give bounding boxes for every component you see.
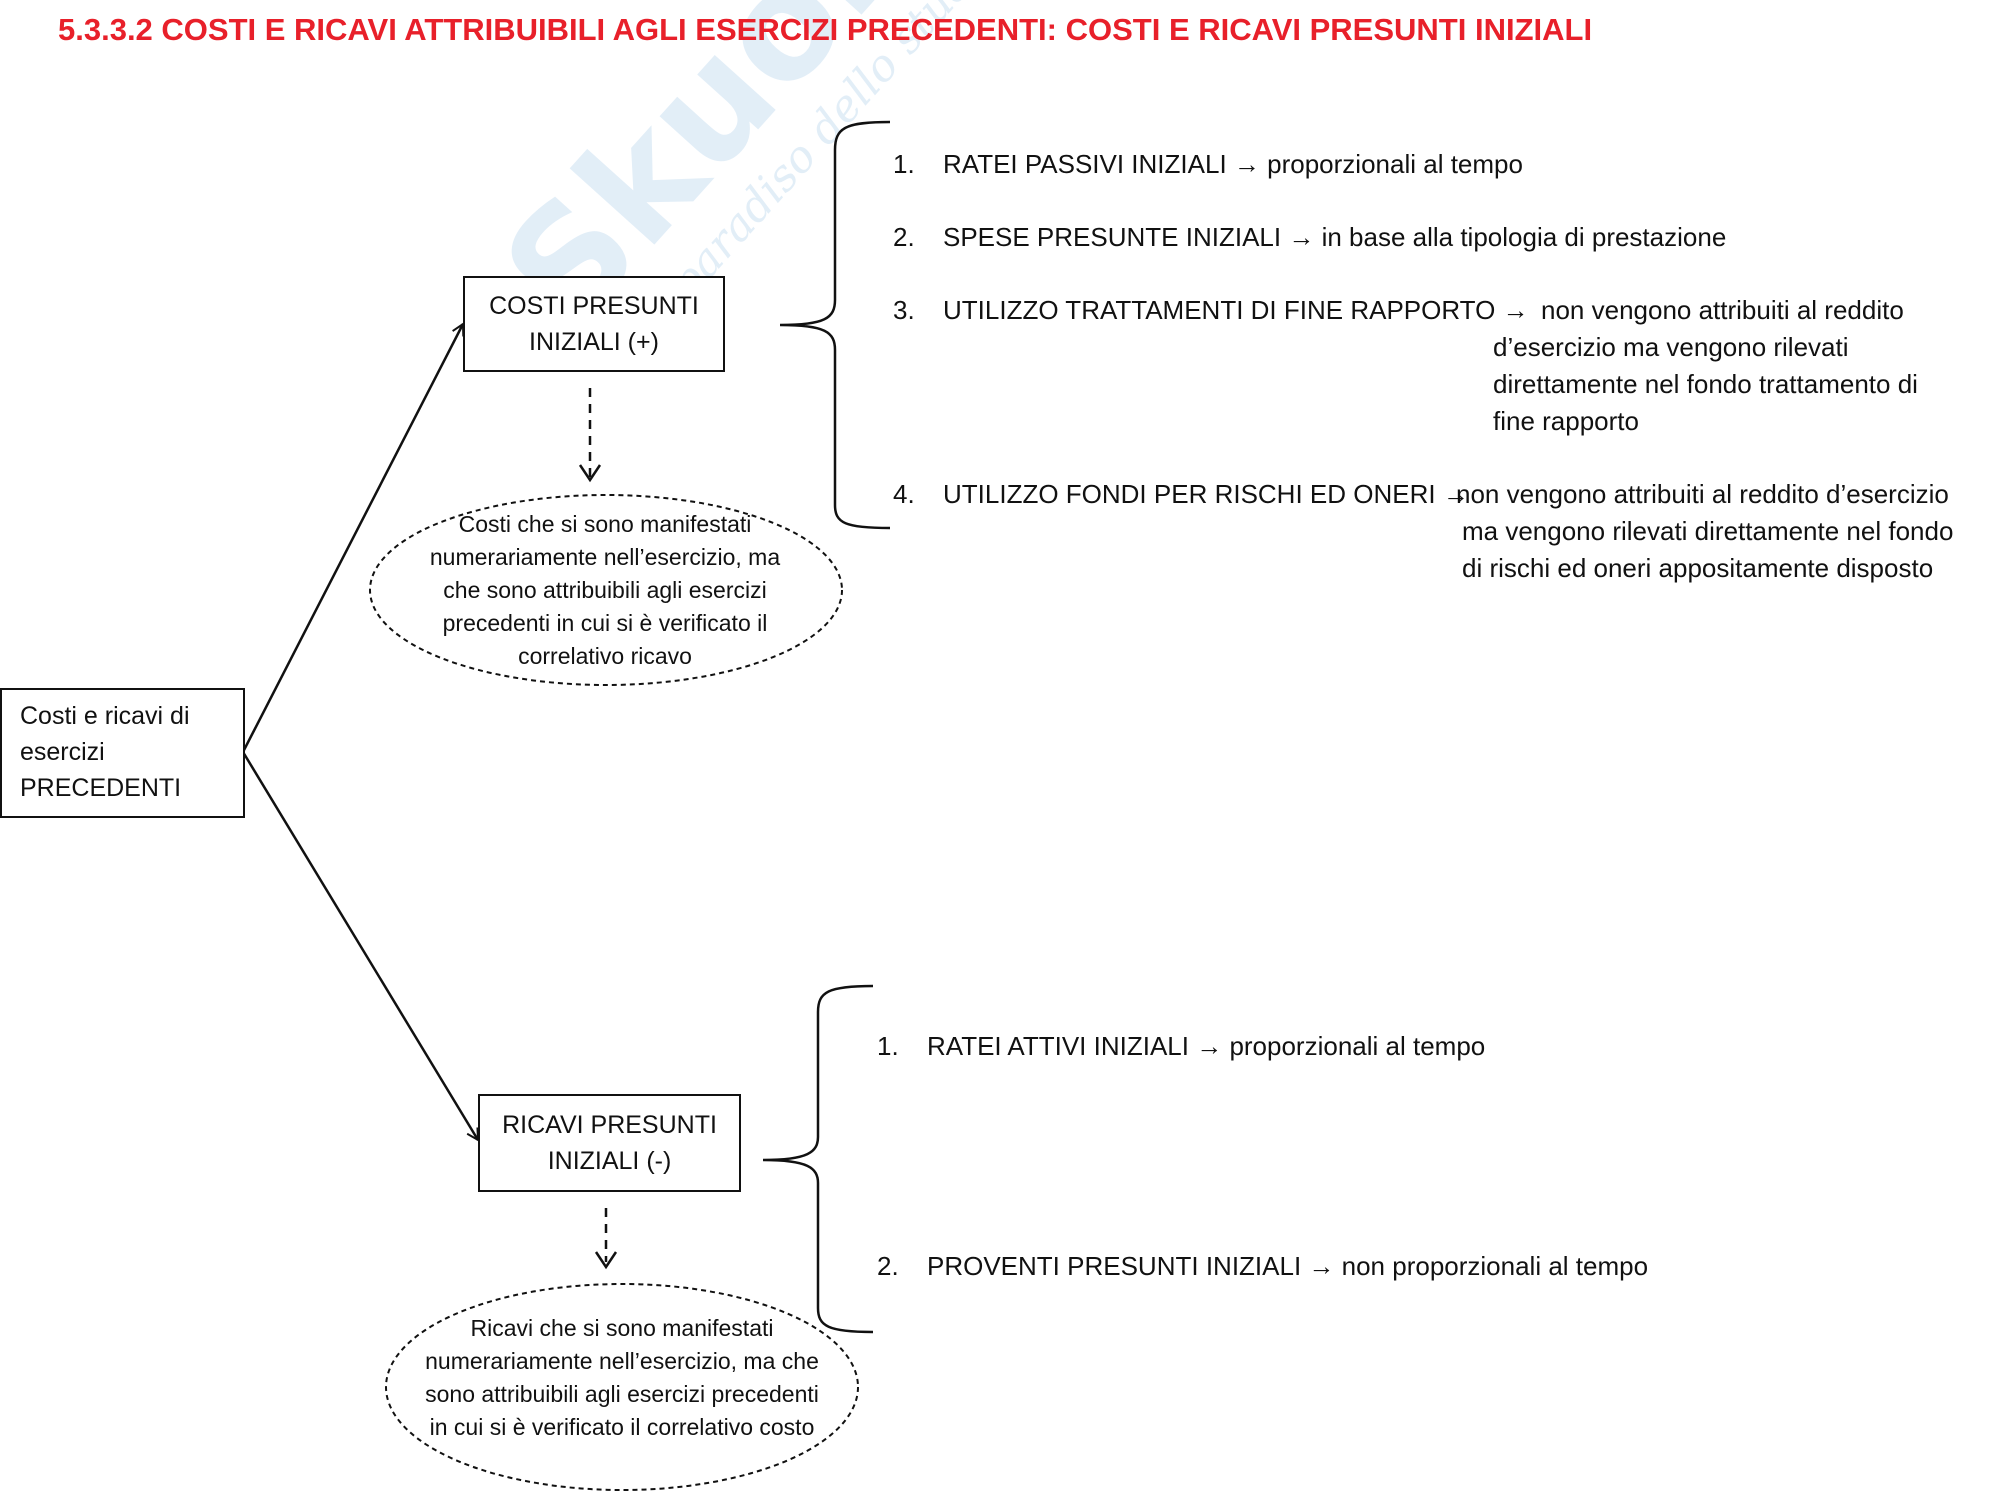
ellipse-ricavi [385,1283,859,1491]
item-number: 4. [893,479,915,509]
ellipse-ricavi-line: sono attribuibili agli esercizi preceden… [425,1381,819,1407]
dashed-arrowhead-costi [578,464,602,483]
item-desc: in base alla tipologia di prestazione [1321,222,1727,252]
item-desc-line: di rischi ed oneri appositamente dispost… [1462,553,1934,583]
arrow-icon: → [1288,222,1315,252]
costi-item-4: 4. UTILIZZO FONDI PER RISCHI ED ONERI → [893,476,1469,513]
ellipse-costi [369,494,843,686]
ellipse-ricavi-line: numerariamente nell’esercizio, ma che [425,1348,819,1374]
item-label: RATEI PASSIVI INIZIALI [943,149,1227,179]
ricavi-box-line-2: INIZIALI (-) [547,1147,672,1175]
arrow-root-to-costi [241,324,463,753]
item-label: SPESE PRESUNTE INIZIALI [943,222,1282,252]
item-number: 2. [893,222,915,252]
arrow-root-to-ricavi [241,751,478,1140]
ricavi-presunti-box: RICAVI PRESUNTI INIZIALI (-) [478,1094,741,1192]
brace-costi [779,120,891,530]
item-label: UTILIZZO FONDI PER RISCHI ED ONERI [943,479,1436,509]
ellipse-costi-line: numerariamente nell’esercizio, ma [429,544,781,570]
dashed-arrowhead-ricavi [594,1251,618,1270]
item-desc: proporzionali al tempo [1229,1031,1486,1061]
arrow-icon: → [1233,149,1260,179]
item-label: UTILIZZO TRATTAMENTI DI FINE RAPPORTO [943,295,1496,325]
ellipse-ricavi-line: in cui si è verificato il correlativo co… [429,1414,815,1440]
item-desc: proporzionali al tempo [1267,149,1523,179]
arrow-icon: → [1196,1031,1223,1061]
ricavi-item-2: 2. PROVENTI PRESUNTI INIZIALI → non propo… [877,1248,1648,1285]
arrow-icon: → [1502,295,1529,325]
costi-presunti-box: COSTI PRESUNTI INIZIALI (+) [463,276,725,372]
item-desc-line: non vengono attribuiti al reddito [1541,295,1904,325]
root-box-line-3: PRECEDENTI [20,774,182,802]
costi-box-line-1: COSTI PRESUNTI [489,292,699,320]
arrow-icon: → [1442,479,1469,509]
item-number: 1. [877,1031,899,1061]
costi-item-4-desc: non vengono attribuiti al reddito d’eser… [1456,476,1953,587]
item-desc-line: direttamente nel fondo trattamento di [1493,369,1918,399]
item-desc-line: ma vengono rilevati direttamente nel fon… [1462,516,1954,546]
root-box-line-2: esercizi [20,738,105,766]
ellipse-costi-line: Costi che si sono manifestati [458,511,752,537]
ellipse-costi-text: Costi che si sono manifestati numerariam… [395,508,815,673]
item-desc: non proporzionali al tempo [1341,1251,1649,1281]
costi-item-3-desc: non vengono attribuiti al reddito d’eser… [1493,292,1918,440]
costi-box-line-2: INIZIALI (+) [529,328,659,356]
ellipse-costi-line: precedenti in cui si è verificato il [442,610,768,636]
root-box: Costi e ricavi di esercizi PRECEDENTI [0,688,245,818]
costi-item-3: 3.UTILIZZO TRATTAMENTI DI FINE RAPPORTO … [893,292,1529,329]
ricavi-item-1: 1. RATEI ATTIVI INIZIALI → proporzionali … [877,1028,1485,1065]
item-label: RATEI ATTIVI INIZIALI [927,1031,1189,1061]
costi-item-1: 1. RATEI PASSIVI INIZIALI → proporzionali… [893,146,1523,183]
arrow-icon: → [1308,1251,1335,1281]
ricavi-box-line-1: RICAVI PRESUNTI [502,1111,717,1139]
page-title: 5.3.3.2 COSTI E RICAVI ATTRIBUIBILI AGLI… [58,12,1593,47]
item-number: 1. [893,149,915,179]
ellipse-ricavi-text: Ricavi che si sono manifestati numeraria… [392,1312,852,1444]
ellipse-costi-line: correlativo ricavo [518,643,692,669]
item-desc-line: d’esercizio ma vengono rilevati [1493,332,1849,362]
ellipse-costi-line: che sono attribuibili agli esercizi [443,577,767,603]
item-desc-line: fine rapporto [1493,406,1639,436]
item-desc-line: non vengono attribuiti al reddito d’eser… [1456,479,1949,509]
ellipse-ricavi-line: Ricavi che si sono manifestati [470,1315,774,1341]
brace-ricavi [762,984,874,1334]
item-label: PROVENTI PRESUNTI INIZIALI [927,1251,1302,1281]
item-number: 2. [877,1251,899,1281]
item-number: 3. [893,295,915,325]
root-box-line-1: Costi e ricavi di [20,702,190,730]
costi-item-2: 2. SPESE PRESUNTE INIZIALI → in base alla… [893,219,1726,256]
